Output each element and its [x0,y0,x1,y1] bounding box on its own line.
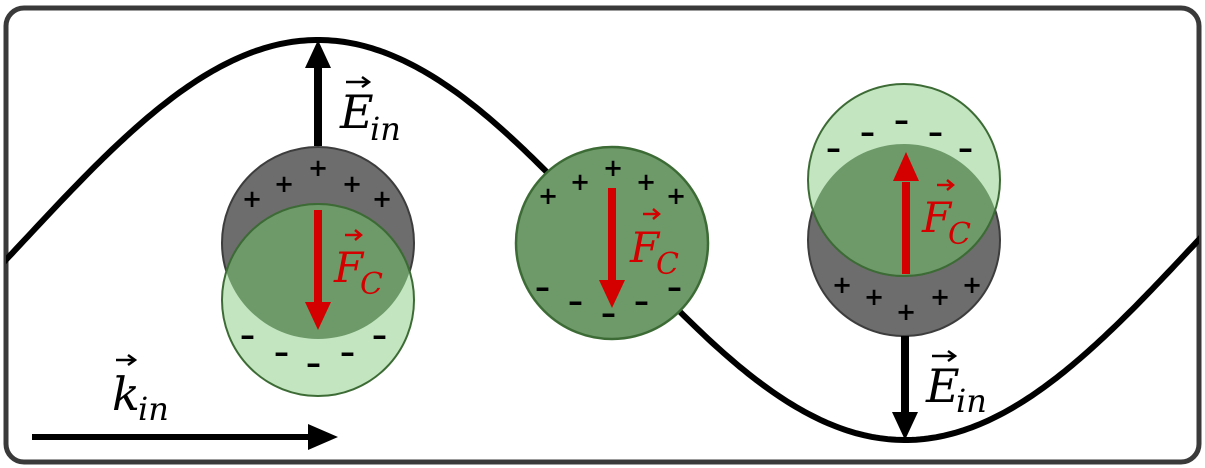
e-subscript: in [956,382,987,420]
e-subscript: in [370,110,401,148]
minus-charge: – [928,115,943,150]
plus-charge: + [603,153,623,182]
particle-left: + + + + + – – – – – F C [221,40,415,397]
minus-charge: – [860,115,875,150]
force-symbol: F [921,193,953,242]
plus-charge: + [864,282,884,311]
force-subscript: C [360,267,383,302]
force-symbol: F [333,243,365,292]
e-symbol: E [339,85,374,139]
minus-charge: – [535,270,550,305]
plus-charge: + [962,270,982,299]
force-label-middle: F C [629,208,679,282]
k-vector-label: k in [112,353,169,428]
force-arrow-right [893,152,919,274]
minus-charge: – [340,335,355,370]
plus-charge: + [896,297,916,326]
e-field-arrow-up [305,40,331,146]
k-vector-arrow [32,424,338,450]
plus-charge: + [666,181,686,210]
e-field-label-right: E in [925,349,987,420]
plus-charge: + [308,153,328,182]
plus-charge: + [570,167,590,196]
minus-charge: – [240,318,255,353]
plus-charge: + [538,181,558,210]
plus-charge: + [274,169,294,198]
k-symbol: k [112,367,140,421]
force-arrow-middle [599,188,625,308]
plus-charge: + [636,167,656,196]
e-symbol: E [925,359,960,413]
force-label-left: F C [333,229,383,302]
k-subscript: in [138,390,169,428]
minus-charge: – [372,318,387,353]
minus-charge: – [894,103,909,138]
particle-middle: + + + + + – – – – – F C [514,145,710,341]
minus-charge: – [958,131,973,166]
force-symbol: F [629,223,661,272]
particle-right: – – – – – + + + + + F C [807,83,1001,440]
minus-charge: – [306,346,321,381]
minus-charge: – [826,131,841,166]
force-label-right: F C [921,179,971,252]
minus-charge: – [568,284,583,319]
plus-charge: + [930,282,950,311]
minus-charge: – [274,335,289,370]
force-subscript: C [948,217,971,252]
minus-charge: – [634,284,649,319]
plus-charge: + [372,184,392,213]
plus-charge: + [342,169,362,198]
plus-charge: + [242,184,262,213]
force-arrow-left [305,210,331,330]
e-field-arrow-down [892,336,918,440]
e-field-label-left: E in [339,75,401,148]
force-subscript: C [656,247,679,282]
minus-charge: – [667,270,682,305]
plus-charge: + [832,270,852,299]
